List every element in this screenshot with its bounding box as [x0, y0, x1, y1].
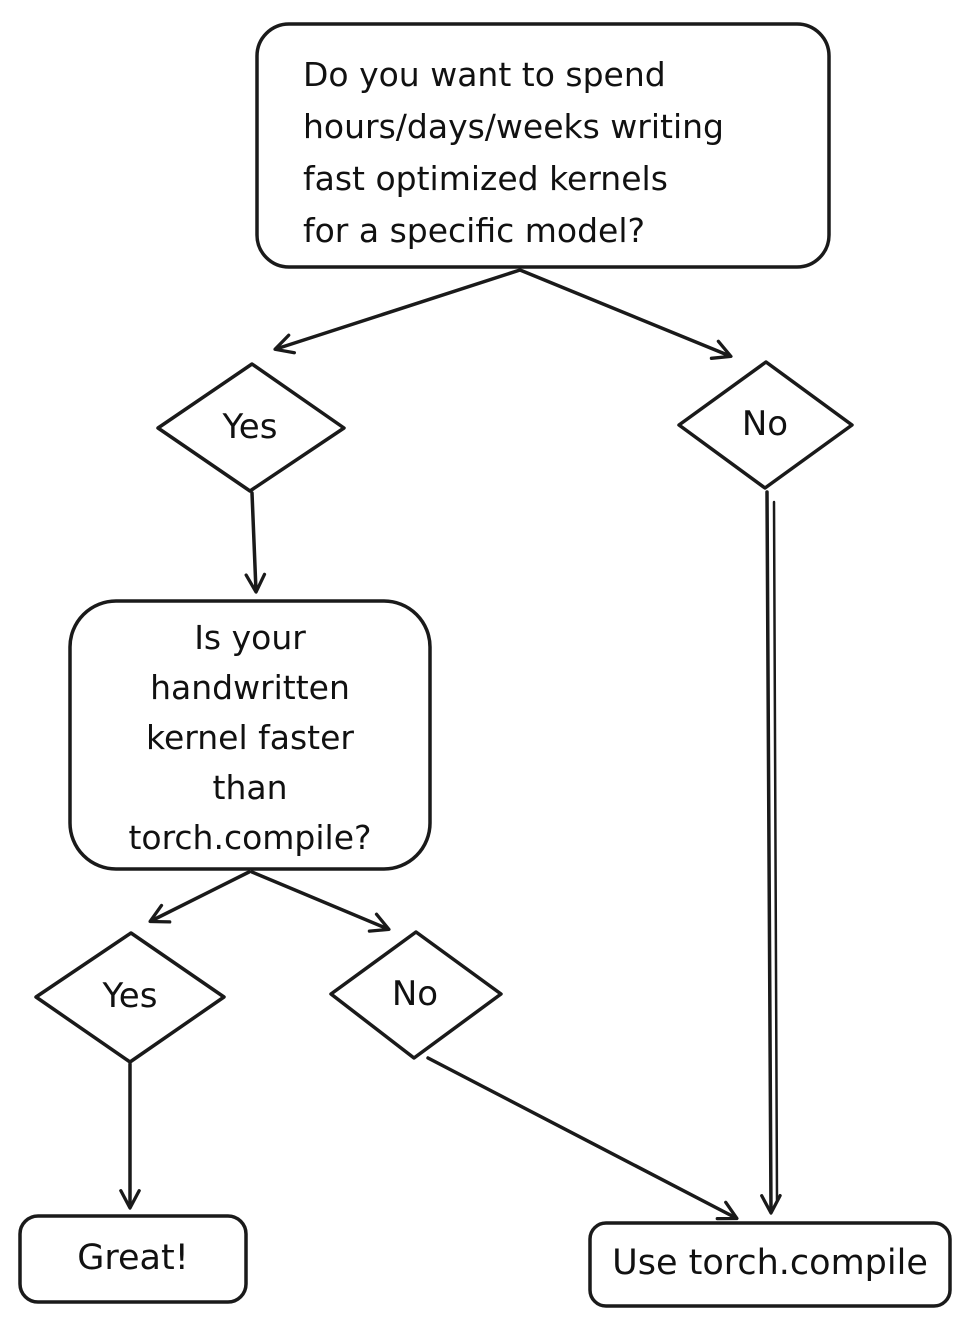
question-2-box-shape	[68, 599, 432, 871]
great-label: Great!	[77, 1238, 189, 1278]
no-1-diamond-shape	[677, 360, 854, 490]
question-1-box-shape	[255, 22, 831, 269]
no-2-diamond-shape	[329, 930, 503, 1060]
question-2-label: Is your handwritten kernel faster than t…	[128, 618, 372, 857]
arrow-yes1-to-q2	[244, 491, 267, 594]
question-1-label: Do you want to spend hours/days/weeks wr…	[303, 55, 724, 250]
arrow-no2-to-use	[426, 1056, 739, 1221]
yes-1-diamond-shape	[156, 362, 346, 493]
no-1-label: No	[741, 404, 789, 444]
arrow-q1-to-no1	[518, 268, 733, 360]
use-torch-compile-box-shape	[588, 1221, 952, 1308]
arrow-q2-to-yes2	[148, 870, 251, 924]
arrow-q1-to-yes1	[273, 268, 522, 355]
yes-2-label: Yes	[102, 976, 158, 1016]
use-torch-compile-label: Use torch.compile	[612, 1243, 928, 1283]
no-2-label: No	[391, 974, 439, 1014]
yes-2-diamond-shape	[34, 931, 226, 1064]
arrow-no1-to-use-second-stroke	[772, 500, 779, 1202]
yes-1-label: Yes	[222, 407, 278, 447]
arrow-q2-to-no2	[250, 870, 391, 933]
arrow-no1-to-use	[760, 490, 782, 1215]
great-box-shape	[18, 1214, 248, 1304]
